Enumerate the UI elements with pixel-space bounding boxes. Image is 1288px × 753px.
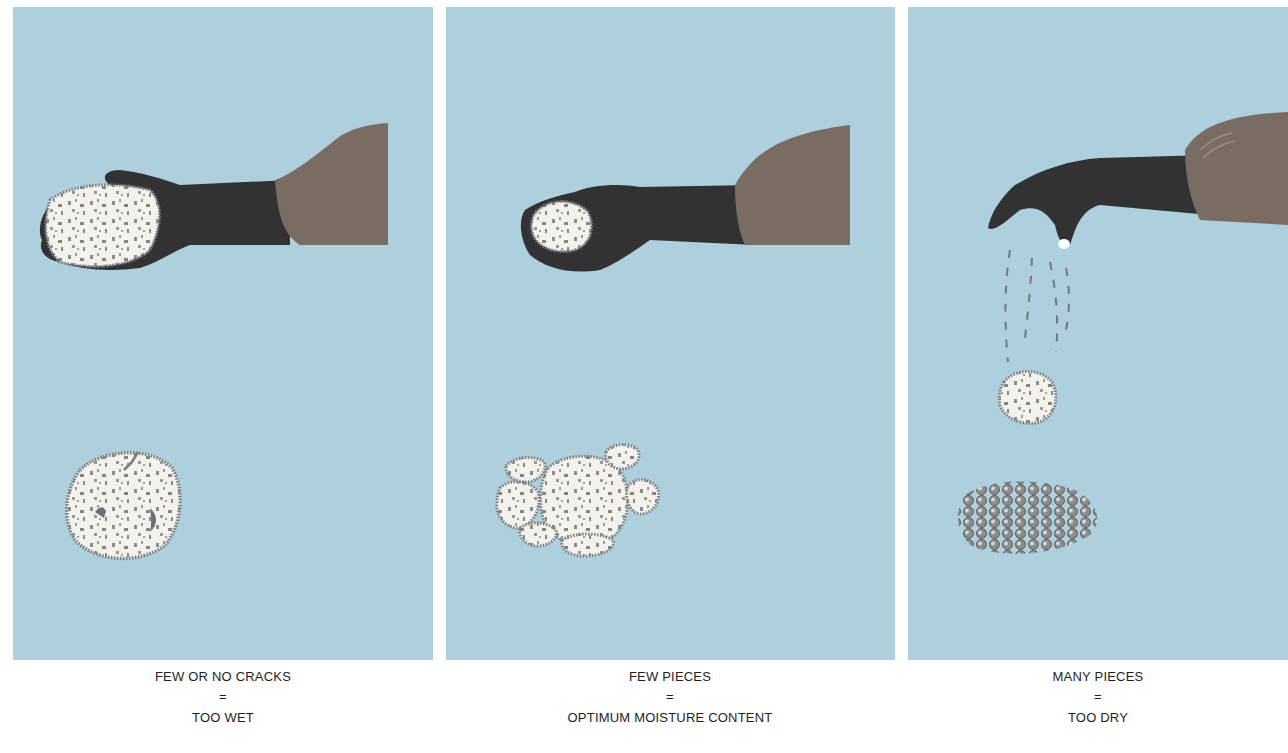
- falling-ball: [999, 372, 1056, 424]
- hand-too-dry: [988, 112, 1288, 249]
- lump-too-wet: [67, 452, 180, 558]
- hand-optimum: [521, 125, 850, 272]
- caption-line: FEW PIECES: [460, 669, 880, 685]
- caption-line: =: [460, 689, 880, 705]
- panel-background: [13, 7, 433, 660]
- caption-line: TOO DRY: [888, 710, 1288, 726]
- caption-line: TOO WET: [13, 710, 433, 726]
- caption-line: OPTIMUM MOISTURE CONTENT: [460, 710, 880, 726]
- caption-line: MANY PIECES: [888, 669, 1288, 685]
- caption-line: =: [888, 689, 1288, 705]
- pieces-optimum: [497, 445, 659, 556]
- caption-line: =: [13, 689, 433, 705]
- caption-line: FEW OR NO CRACKS: [13, 669, 433, 685]
- hand-too-wet: [40, 123, 388, 270]
- fall-lines: [1005, 250, 1069, 362]
- pieces-too-dry: [958, 482, 1097, 554]
- panel-background: [446, 7, 895, 660]
- panel-background: [908, 7, 1288, 660]
